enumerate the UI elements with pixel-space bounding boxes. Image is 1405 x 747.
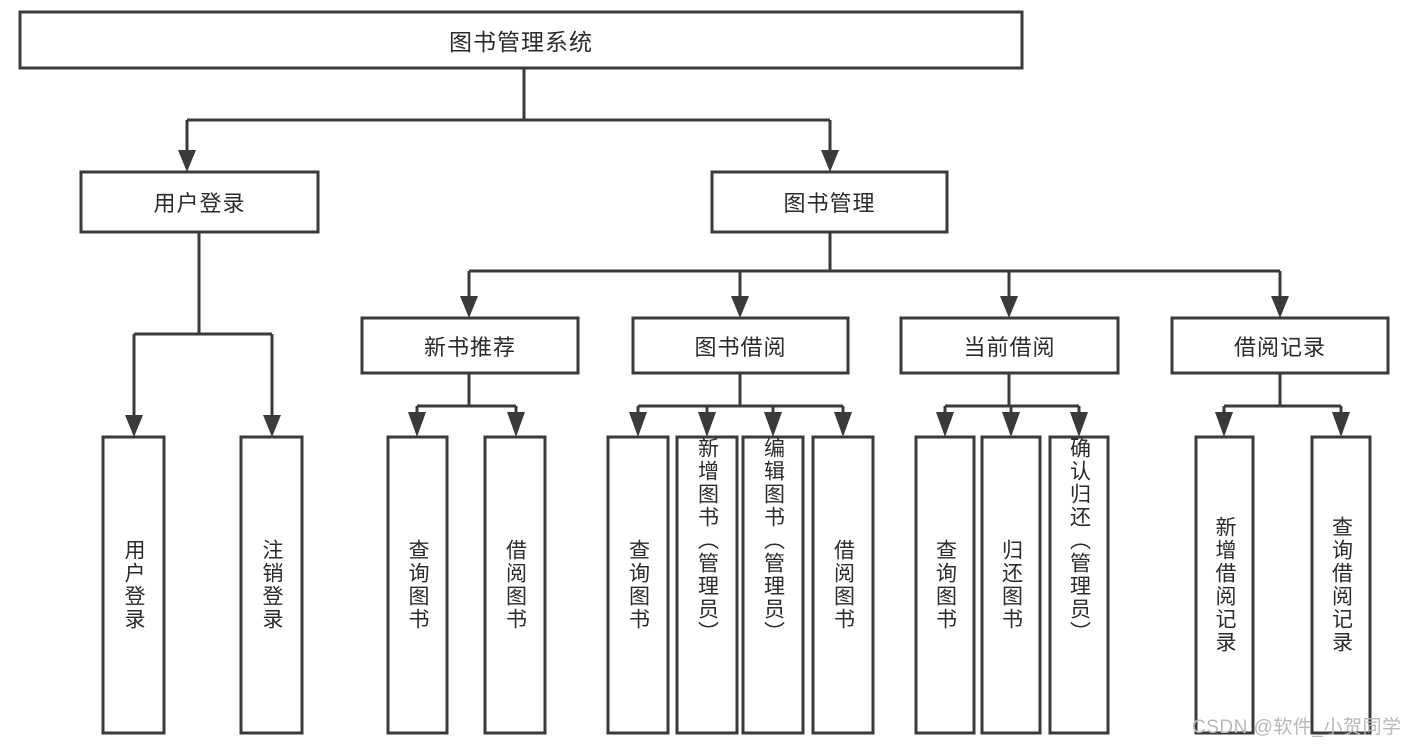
arrowhead-leaf-query-book-current (936, 412, 954, 437)
node-box-leaf-borrow-book-rec[interactable] (483, 435, 547, 735)
node-box-book-manage[interactable] (710, 170, 949, 234)
arrowhead-leaf-add-borrow-record (1215, 412, 1233, 437)
arrowhead-leaf-borrow-book (834, 412, 852, 437)
node-box-leaf-borrow-book[interactable] (811, 435, 875, 735)
arrowhead-leaf-edit-book (764, 412, 782, 437)
arrowhead-borrow-record (1271, 296, 1289, 318)
connector-group-current-borrow (936, 373, 1088, 437)
node-box-leaf-confirm-return[interactable] (1048, 435, 1110, 735)
arrowhead-user-login (178, 150, 196, 172)
node-box-leaf-add-book[interactable] (675, 435, 739, 735)
connector-group-book-borrow (629, 373, 852, 437)
node-box-book-borrow[interactable] (631, 316, 850, 375)
connector-group-borrow-record (1215, 373, 1350, 437)
node-box-root[interactable] (18, 10, 1024, 70)
node-box-leaf-query-book-rec[interactable] (386, 435, 449, 735)
connector-group-new-book-recommend (408, 373, 525, 437)
arrowhead-new-book-recommend (460, 296, 478, 318)
node-box-leaf-add-borrow-record[interactable] (1194, 435, 1255, 735)
connector-group-root (178, 68, 839, 172)
arrowhead-leaf-return-book (1002, 412, 1020, 437)
arrowhead-leaf-query-book-rec (408, 412, 426, 437)
node-box-new-book-recommend[interactable] (360, 316, 580, 375)
node-box-current-borrow[interactable] (899, 316, 1120, 375)
node-box-borrow-record[interactable] (1170, 316, 1390, 375)
node-box-user-login[interactable] (79, 170, 320, 234)
arrowhead-book-manage (821, 150, 839, 172)
node-box-leaf-user-login[interactable] (101, 435, 166, 735)
arrowhead-current-borrow (1000, 296, 1018, 318)
arrowhead-leaf-add-book (698, 412, 716, 437)
connector-group-book-manage (460, 232, 1289, 318)
node-box-leaf-query-borrow-record[interactable] (1310, 435, 1372, 735)
node-box-leaf-return-book[interactable] (980, 435, 1042, 735)
node-box-leaf-query-book-current[interactable] (914, 435, 976, 735)
node-box-leaf-logout[interactable] (239, 435, 304, 735)
node-box-leaf-edit-book[interactable] (741, 435, 805, 735)
node-box-leaf-query-book-borrow[interactable] (606, 435, 670, 735)
arrowhead-leaf-logout (263, 415, 281, 437)
arrowhead-leaf-user-login (125, 415, 143, 437)
arrowhead-book-borrow (731, 296, 749, 318)
arrowhead-leaf-confirm-return (1070, 412, 1088, 437)
connector-group-user-login (125, 232, 281, 437)
arrowhead-leaf-query-book-borrow (629, 412, 647, 437)
arrowhead-leaf-borrow-book-rec (507, 412, 525, 437)
arrowhead-leaf-query-borrow-record (1332, 412, 1350, 437)
